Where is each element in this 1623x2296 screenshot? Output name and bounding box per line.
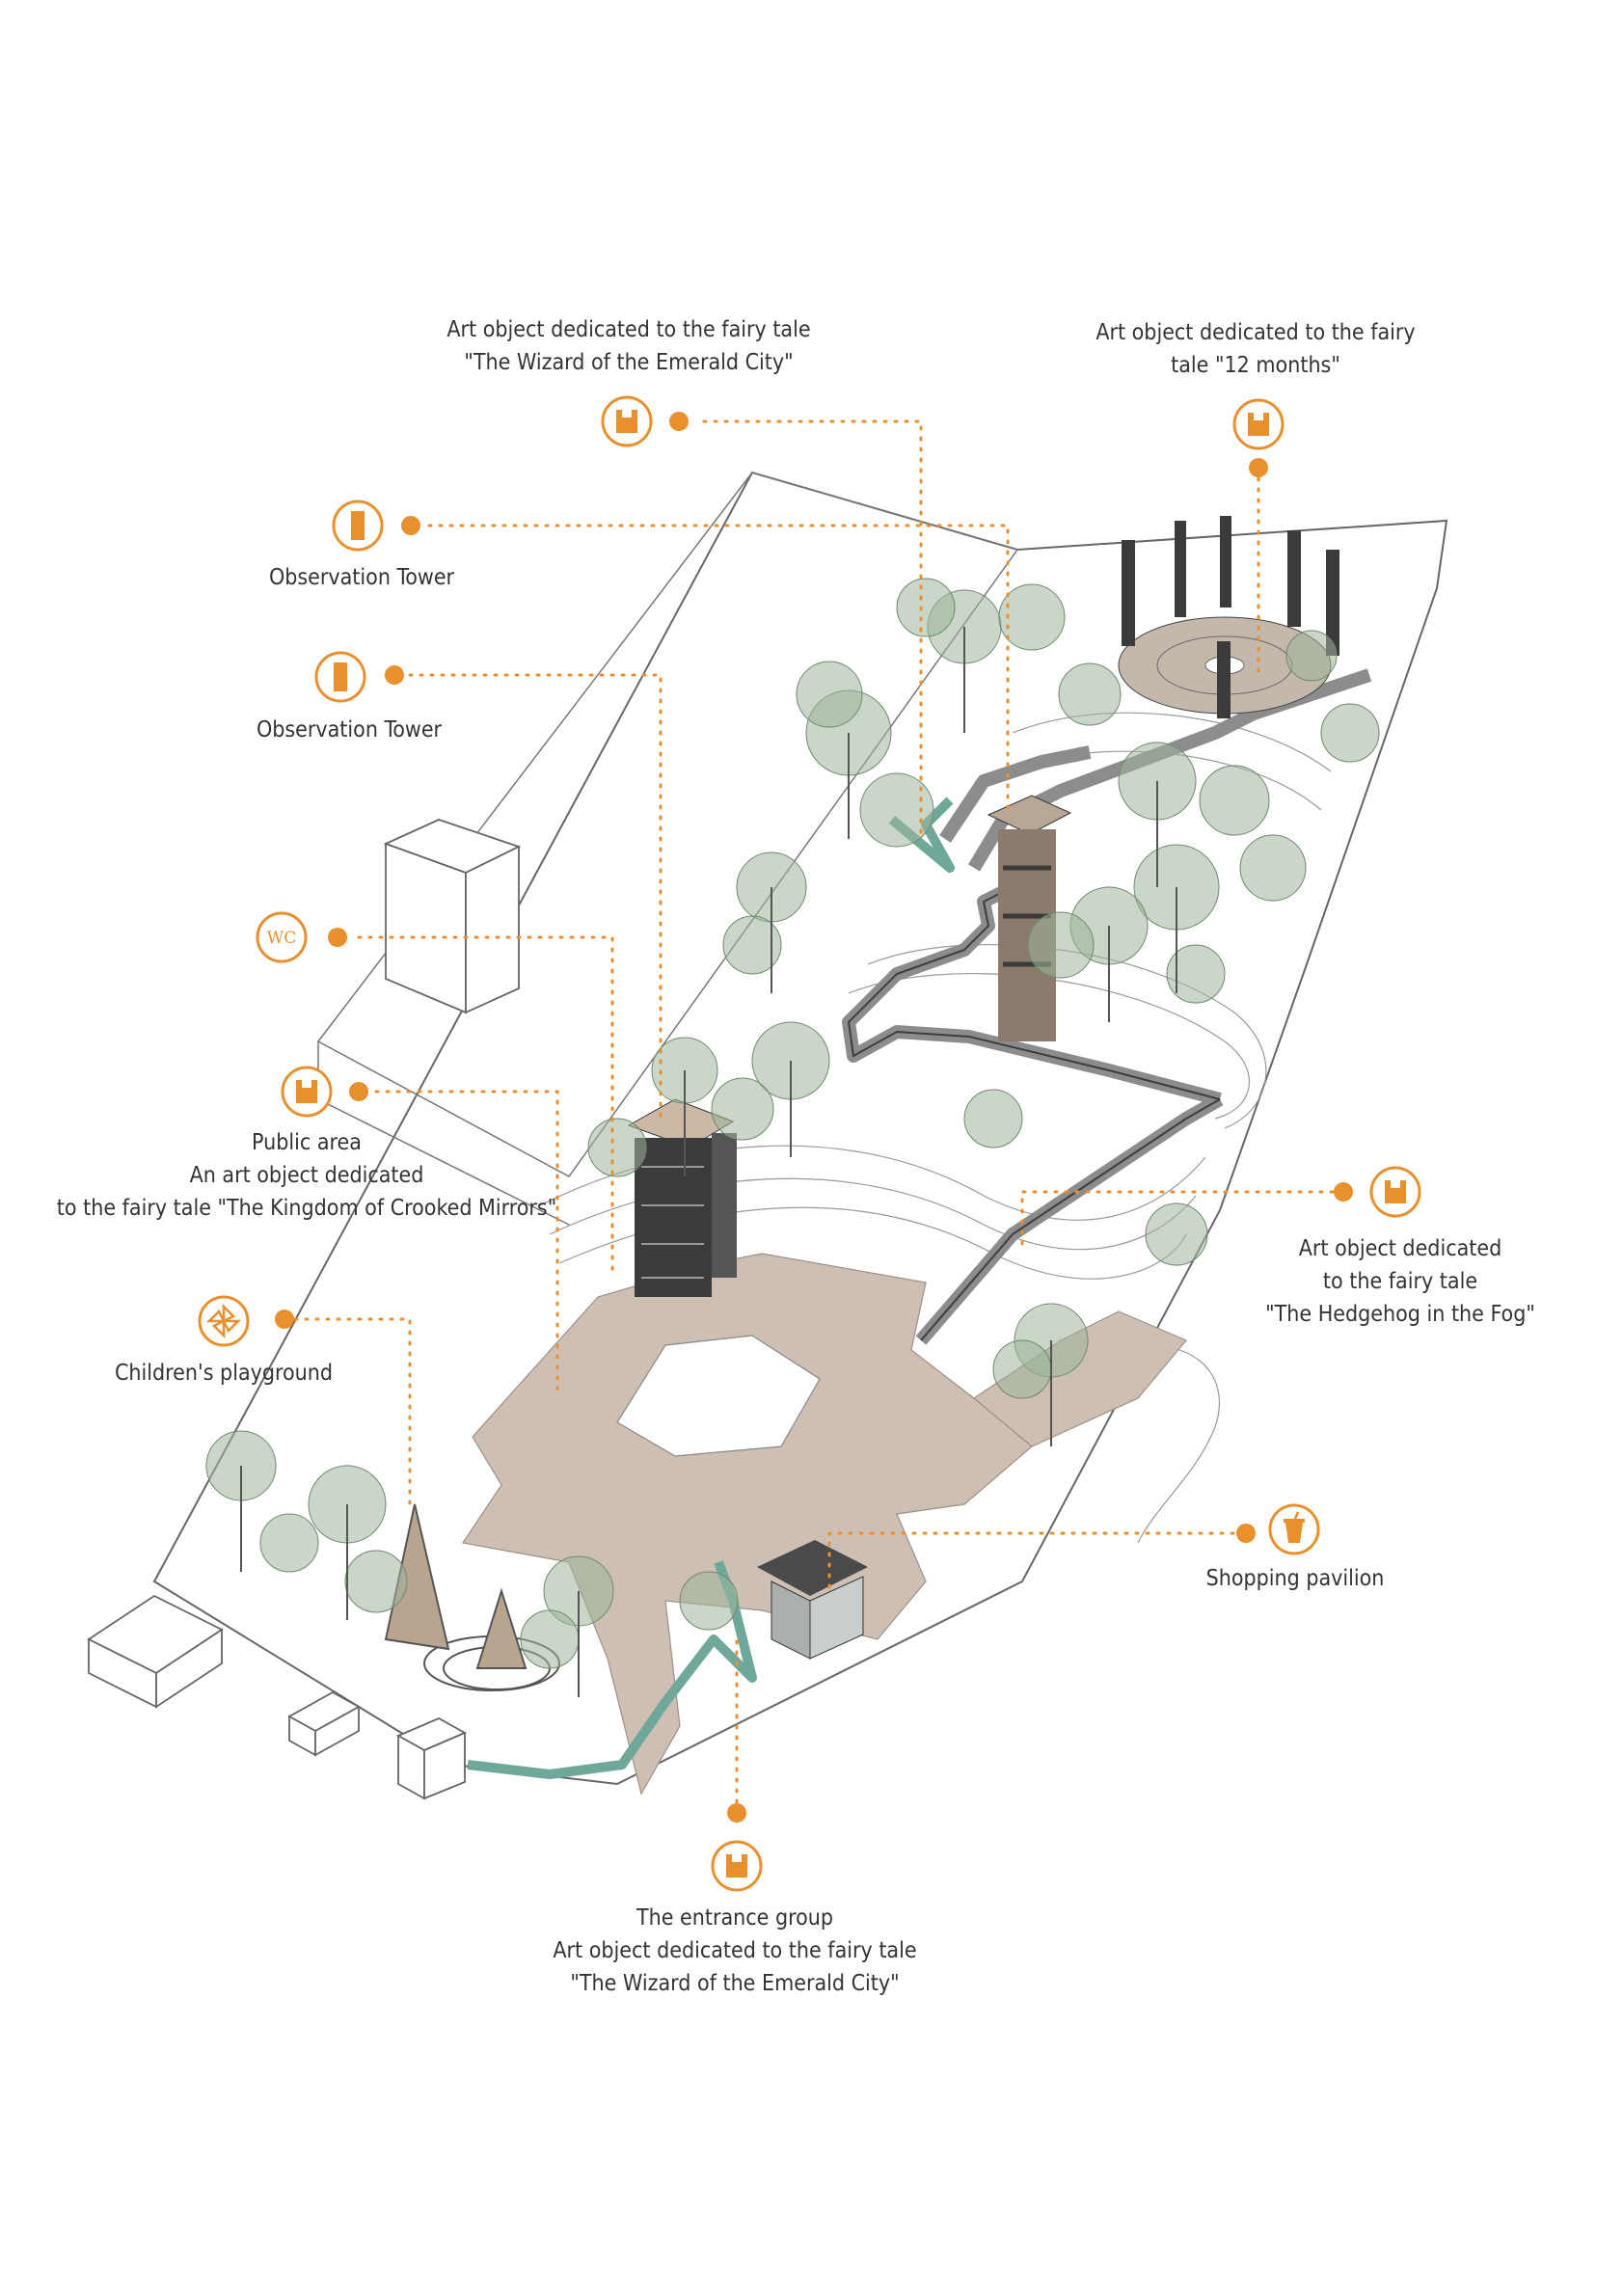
trees — [205, 578, 1380, 1669]
label-observation-tower-1: Observation Tower — [268, 565, 455, 590]
book-icon — [711, 1840, 763, 1892]
book-icon — [1232, 398, 1285, 450]
tree-trunks — [240, 627, 1177, 1697]
label-wizard-top: Art object dedicated to the fairy tale "… — [446, 317, 811, 375]
tall-block-building — [383, 819, 522, 1014]
shopping-pavilion-structure — [757, 1540, 868, 1660]
tower-icon — [314, 651, 366, 703]
label-shopping: Shopping pavilion — [1205, 1566, 1385, 1591]
observation-tower-structure-1 — [627, 1098, 737, 1297]
label-hedgehog: Art object dedicated to the fairy tale "… — [1265, 1236, 1535, 1327]
book-icon — [281, 1066, 333, 1118]
tower-icon — [332, 500, 384, 552]
wc-icon: WC — [256, 911, 308, 963]
courtyard — [616, 1335, 821, 1457]
leader-lines — [283, 419, 1345, 1815]
leader-dots — [275, 412, 1353, 1823]
book-icon — [1369, 1166, 1421, 1218]
paved-paths — [461, 1253, 1187, 1796]
book-icon — [601, 395, 653, 447]
label-playground: Children's playground — [114, 1361, 334, 1386]
adjacent-building-outline — [316, 472, 1019, 1177]
label-public-area: Public area An art object dedicated to t… — [56, 1130, 557, 1221]
cup-icon — [1268, 1503, 1320, 1555]
label-observation-tower-2: Observation Tower — [256, 717, 443, 743]
small-buildings — [87, 1594, 468, 1800]
label-twelve-months: Art object dedicated to the fairy tale "… — [1096, 320, 1416, 378]
svg-text:WC: WC — [267, 929, 296, 948]
twelve-months-art-object — [1118, 516, 1339, 718]
pinwheel-icon — [198, 1295, 250, 1347]
glass-walkway — [467, 797, 955, 1779]
label-entrance: The entrance group Art object dedicated … — [553, 1905, 917, 1996]
